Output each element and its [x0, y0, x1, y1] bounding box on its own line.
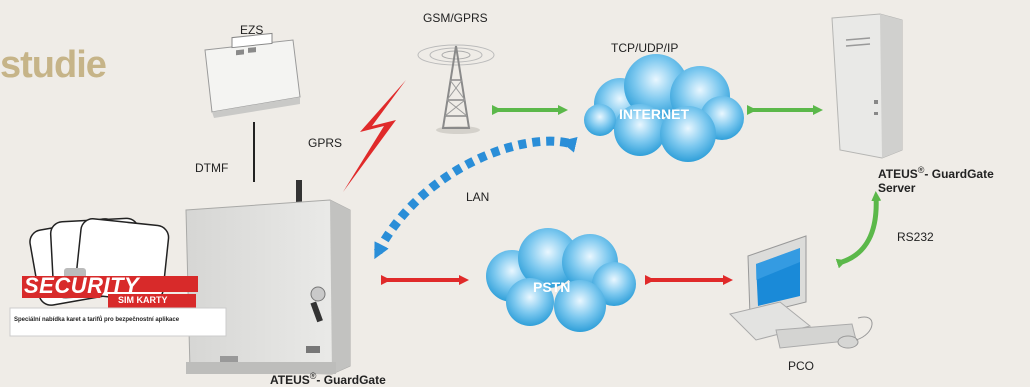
lan-label: LAN [466, 190, 490, 204]
pstn-cloud [486, 228, 636, 332]
rs232-label: RS232 [897, 230, 934, 244]
security-text: SECURITY [24, 273, 140, 298]
pco-computer-icon [729, 235, 873, 349]
arrow-lan [373, 136, 578, 260]
lightning-icon [343, 80, 406, 192]
registered-mark: ® [917, 165, 925, 175]
sim-karty-text: SIM KARTY [118, 295, 168, 305]
gsm-tower-icon [417, 44, 495, 134]
registered-mark: ® [309, 371, 317, 381]
gprs-label: GPRS [308, 136, 343, 150]
badge-note-text: Speciální nabídka karet a tarifů pro bez… [14, 317, 180, 323]
server-label-line2: Server [878, 181, 916, 195]
page-title: studie [0, 44, 107, 86]
arrow-rs232 [835, 191, 882, 269]
pco-label: PCO [788, 359, 815, 373]
server-brand: ATEUS [878, 167, 918, 181]
device-brand: ATEUS [270, 373, 310, 387]
security-sim-badge [9, 217, 227, 337]
dtmf-label: DTMF [195, 161, 229, 175]
server-brand-rest: - GuardGate [924, 167, 994, 181]
gsm-gprs-label: GSM/GPRS [423, 11, 488, 25]
server-icon [831, 13, 903, 159]
ezs-label: EZS [240, 23, 264, 37]
pstn-label: PSTN [533, 279, 571, 295]
ezs-panel-icon [204, 32, 301, 118]
device-brand-rest: - GuardGate [316, 373, 386, 387]
internet-label: INTERNET [619, 106, 689, 122]
tcp-udp-ip-label: TCP/UDP/IP [611, 41, 679, 55]
internet-cloud [584, 54, 744, 162]
device-label: ATEUS®- GuardGate [270, 371, 386, 387]
guardgate-device-icon [185, 180, 351, 375]
server-label: ATEUS®- GuardGate Server [878, 163, 994, 195]
